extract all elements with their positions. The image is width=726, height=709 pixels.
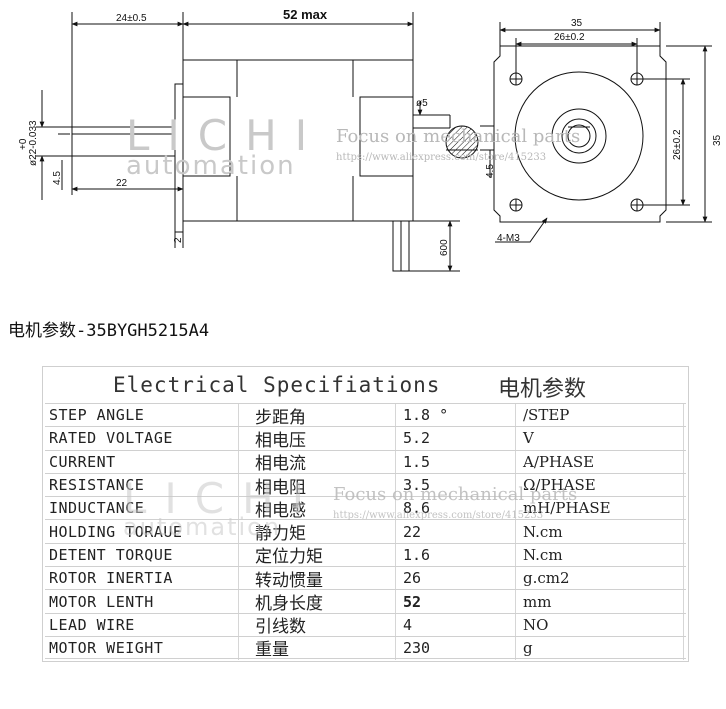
param-name-en: STEP ANGLE — [49, 406, 145, 425]
table-row: HOLDING TORAUE 静力矩 22 N.cm — [45, 519, 686, 545]
param-unit: NO — [523, 615, 549, 634]
table-row: ROTOR INERTIA 转动惯量 26 g.cm2 — [45, 566, 686, 591]
param-name-en: MOTOR LENTH — [49, 592, 154, 611]
param-name-en: HOLDING TORAUE — [49, 522, 183, 541]
dim-shaft-dia: ø22-0.033 — [28, 120, 39, 166]
table-row: DETENT TORQUE 定位力矩 1.6 N.cm — [45, 542, 686, 568]
column-divider — [238, 403, 239, 660]
param-name-cn: 机身长度 — [255, 594, 323, 615]
side-view — [36, 12, 460, 272]
dim-height: 35 — [712, 134, 723, 146]
param-name-cn: 定位力矩 — [255, 547, 323, 568]
motor-technical-drawing: 24±0.5 52 max ø22-0.033 +0 4.5 22 2 ø5 6… — [18, 7, 723, 272]
watermark-tagline: Focus on mechanical parts — [336, 126, 580, 147]
param-name-en: CURRENT — [49, 452, 116, 471]
column-divider — [683, 403, 684, 660]
param-name-en: DETENT TORQUE — [49, 545, 173, 564]
dim-flat-depth: 4.5 — [485, 164, 496, 178]
dim-holes: 4-M3 — [497, 233, 520, 244]
param-name-cn: 相电阻 — [255, 477, 306, 498]
dim-shaft-small-dia: ø5 — [416, 98, 428, 109]
param-value: 1.8 ° — [403, 406, 449, 425]
param-name-en: RESISTANCE — [49, 476, 145, 495]
param-name-cn: 静力矩 — [255, 524, 306, 545]
table-row: RESISTANCE 相电阻 3.5 Ω/PHASE — [45, 472, 686, 498]
param-unit: A/PHASE — [523, 452, 595, 471]
param-unit: g.cm2 — [523, 569, 570, 588]
dim-shaft-front: 24±0.5 — [116, 13, 147, 24]
param-value: 52 — [403, 592, 422, 611]
param-value: 4 — [403, 615, 413, 634]
watermark-brand: LICHI — [126, 111, 325, 160]
column-divider — [515, 403, 516, 660]
front-boss-circle — [514, 71, 644, 201]
dim-width: 35 — [571, 18, 583, 29]
dim-shaft-length: 22 — [116, 178, 128, 189]
param-value: 1.6 — [403, 545, 431, 564]
param-value: 22 — [403, 522, 422, 541]
param-value: 230 — [403, 638, 431, 657]
param-value: 26 — [403, 569, 422, 588]
shaft-cross-section — [445, 125, 496, 178]
watermark: LICHI automation Focus on mechanical par… — [126, 111, 580, 181]
spec-rows: STEP ANGLE 步距角 1.8 ° /STEP RATED VOLTAGE… — [45, 403, 686, 661]
param-name-cn: 步距角 — [255, 407, 306, 428]
param-unit: N.cm — [523, 522, 563, 541]
table-row: RATED VOLTAGE 相电压 5.2 V — [45, 426, 686, 451]
model-subtitle: 电机参数-35BYGH5215A4 — [8, 321, 210, 341]
param-unit: mm — [523, 592, 552, 611]
param-unit: V — [523, 429, 534, 448]
table-row: CURRENT 相电流 1.5 A/PHASE — [45, 449, 686, 475]
dim-body-length: 52 max — [283, 7, 328, 22]
param-name-cn: 转动惯量 — [255, 570, 323, 591]
param-unit: N.cm — [523, 545, 563, 564]
table-row: INDUCTANCE 相电感 8.6 mH/PHASE — [45, 496, 686, 521]
dim-flange: 2 — [173, 237, 184, 243]
dim-lead-length: 600 — [439, 239, 450, 256]
param-name-en: INDUCTANCE — [49, 499, 145, 518]
table-row: MOTOR LENTH 机身长度 52 mm — [45, 589, 686, 615]
param-value: 1.5 — [403, 452, 431, 471]
param-name-cn: 相电压 — [255, 430, 306, 451]
param-name-en: MOTOR WEIGHT — [49, 638, 164, 657]
mounting-hole — [630, 198, 644, 212]
param-name-en: RATED VOLTAGE — [49, 429, 173, 448]
table-row: LEAD WIRE 引线数 4 NO — [45, 612, 686, 638]
param-unit: g — [523, 638, 533, 657]
dim-hole-spacing-v: 26±0.2 — [672, 129, 683, 160]
param-name-cn: 引线数 — [255, 617, 306, 638]
shaft — [71, 126, 176, 157]
watermark-url: https://www.aliexpress.com/store/415233 — [336, 152, 546, 163]
param-unit: Ω/PHASE — [523, 476, 596, 495]
param-value: 8.6 — [403, 499, 431, 518]
param-name-en: LEAD WIRE — [49, 615, 135, 634]
spec-title-en: Electrical Specifiations — [113, 373, 441, 397]
param-name-cn: 相电流 — [255, 454, 306, 475]
front-view — [493, 22, 712, 243]
param-name-en: ROTOR INERTIA — [49, 569, 173, 588]
param-unit: /STEP — [523, 406, 570, 425]
mounting-hole — [509, 198, 523, 212]
param-unit: mH/PHASE — [523, 499, 611, 518]
param-name-cn: 相电感 — [255, 500, 306, 521]
dim-hole-spacing: 26±0.2 — [554, 32, 585, 43]
motor-body — [182, 59, 414, 222]
spec-title-cn: 电机参数 — [498, 377, 587, 402]
param-value: 3.5 — [403, 476, 431, 495]
mounting-hole — [509, 72, 523, 86]
watermark-brand-sub: automation — [126, 151, 296, 181]
dim-shaft-tol: +0 — [18, 138, 29, 150]
spec-table: Electrical Specifiations 电机参数 STEP ANGLE… — [42, 366, 689, 662]
table-row: MOTOR WEIGHT 重量 230 g — [45, 635, 686, 661]
spec-table-header: Electrical Specifiations 电机参数 — [43, 371, 688, 403]
dim-shaft-offset: 4.5 — [52, 171, 63, 185]
column-divider — [395, 403, 396, 660]
table-row: STEP ANGLE 步距角 1.8 ° /STEP — [45, 403, 686, 428]
param-value: 5.2 — [403, 429, 431, 448]
mounting-hole — [630, 72, 644, 86]
param-name-cn: 重量 — [255, 640, 289, 661]
